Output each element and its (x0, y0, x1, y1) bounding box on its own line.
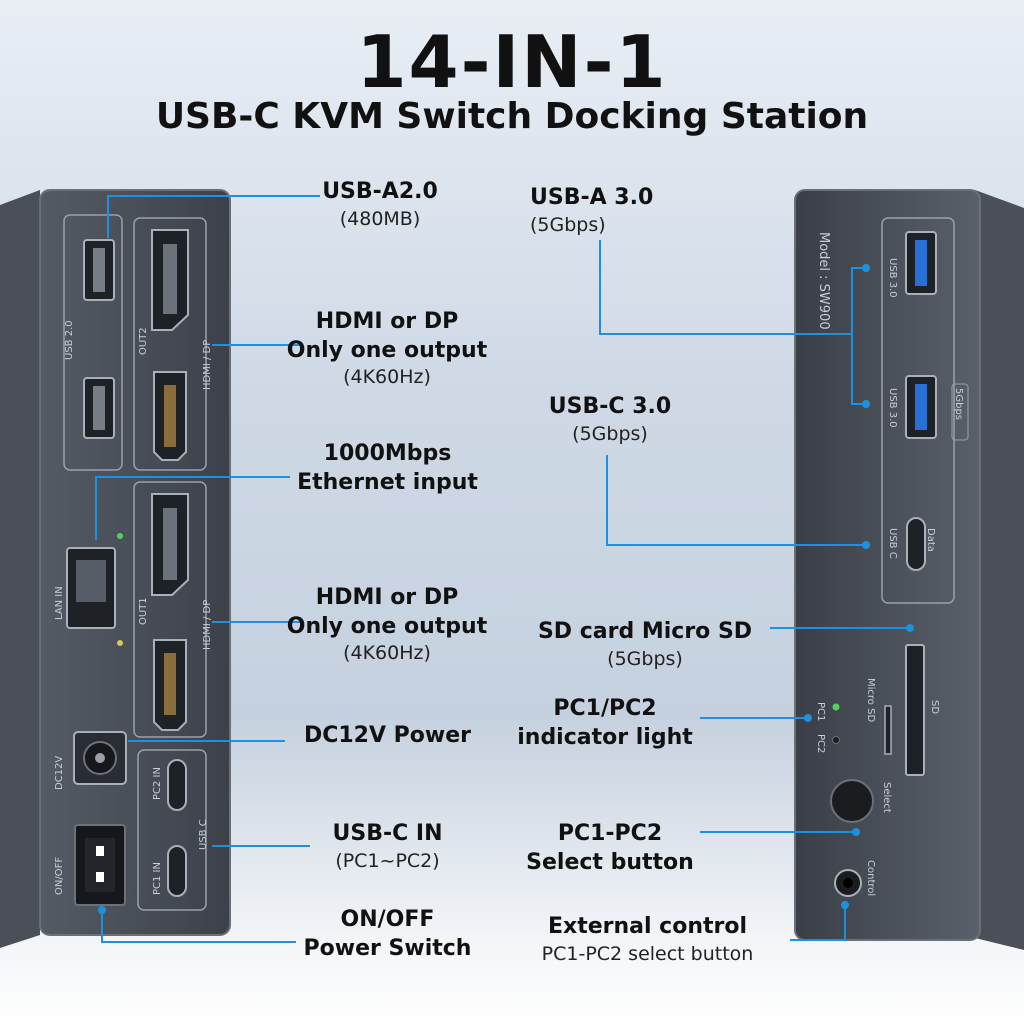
callout-lines (95, 195, 910, 943)
onoff-text: ON/OFF (54, 857, 65, 895)
pc2in-text: PC2 IN (152, 767, 163, 800)
page-subtitle: USB-C KVM Switch Docking Station (155, 96, 869, 137)
label-hdmi1-l1: HDMI or DP (315, 585, 459, 610)
label-onoff-l1: ON/OFF (340, 907, 435, 932)
label-onoff: ON/OFF Power Switch (295, 906, 480, 963)
label-sd-title: SD card Micro SD (537, 619, 753, 644)
usb2-text: USB 2.0 (64, 320, 75, 360)
usbc-right-text: USB C (887, 528, 898, 559)
label-usbcin-sub: (PC1~PC2) (335, 849, 440, 872)
gbps-text: 5Gbps (953, 388, 964, 420)
label-usba30: USB-A 3.0 (5Gbps) (530, 184, 680, 237)
label-hdmi1: HDMI or DP Only one output (4K60Hz) (282, 584, 492, 666)
lan-port (66, 547, 116, 629)
label-hdmi1-sub: (4K60Hz) (343, 642, 431, 665)
select-text: Select (881, 782, 892, 813)
usb-c-pc1-port (167, 845, 187, 897)
label-select-l2: Select button (526, 849, 694, 875)
label-usba20: USB-A2.0 (480MB) (300, 178, 460, 231)
label-external: External control PC1-PC2 select button (510, 913, 785, 966)
label-usba30-title: USB-A 3.0 (530, 185, 654, 210)
label-ethernet-l1: 1000Mbps (323, 441, 452, 466)
label-sd-sub: (5Gbps) (607, 647, 683, 670)
label-hdmi2-sub: (4K60Hz) (343, 366, 431, 389)
label-usba20-title: USB-A2.0 (322, 179, 438, 204)
pc2-text: PC2 (815, 734, 826, 753)
label-hdmi1-l2: Only one output (286, 613, 488, 639)
left-device: USB 2.0 OUT2 HDMI / DP LAN IN OUT1 (0, 189, 231, 948)
label-dc: DC12V Power (290, 722, 485, 751)
label-select-l1: PC1-PC2 (557, 821, 663, 846)
usb-a-port-1 (83, 239, 115, 301)
hdmi-dp-1-text: HDMI / DP (202, 600, 213, 650)
model-text: Model : SW900 (816, 232, 831, 330)
usb-a-port-2 (83, 377, 115, 439)
label-usbc30: USB-C 3.0 (5Gbps) (530, 393, 690, 446)
label-indicator-l2: indicator light (517, 724, 693, 750)
lan-text: LAN IN (54, 586, 65, 620)
dp-port-2 (151, 229, 189, 331)
right-device: Model : SW900 USB 3.0 USB 3.0 5Gbps USB … (794, 189, 1024, 950)
usb3-port-1 (905, 231, 937, 295)
label-external-title: External control (547, 914, 748, 939)
select-button (830, 779, 874, 823)
label-usbcin: USB-C IN (PC1~PC2) (300, 820, 475, 873)
micro-sd-slot (884, 705, 892, 755)
pc1-text: PC1 (815, 702, 826, 721)
label-external-sub: PC1-PC2 select button (541, 942, 754, 965)
label-ethernet: 1000Mbps Ethernet input (290, 440, 485, 497)
lan-led-green (117, 533, 123, 539)
pc1-led (832, 703, 840, 711)
label-dc-title: DC12V Power (303, 723, 472, 748)
data-text: Data (925, 528, 936, 552)
control-text: Control (865, 860, 876, 896)
sd-slot (905, 644, 925, 776)
usb-c-pc2-port (167, 759, 187, 811)
label-hdmi2: HDMI or DP Only one output (4K60Hz) (282, 308, 492, 390)
label-ethernet-l2: Ethernet input (297, 469, 478, 495)
label-indicator-l1: PC1/PC2 (553, 696, 657, 721)
out1-text: OUT1 (138, 597, 149, 625)
label-usba20-sub: (480MB) (339, 207, 421, 230)
label-select: PC1-PC2 Select button (505, 820, 715, 877)
label-onoff-l2: Power Switch (303, 935, 472, 961)
hdmi-port-1 (153, 639, 187, 731)
label-usbcin-title: USB-C IN (332, 821, 443, 846)
usb-c-data-port (906, 517, 926, 571)
hdmi-dp-2-text: HDMI / DP (202, 340, 213, 390)
page-title: 14-IN-1 (356, 20, 668, 104)
label-usbc30-sub: (5Gbps) (572, 422, 648, 445)
dc-jack (73, 731, 127, 785)
hdmi-port-2 (153, 371, 187, 461)
lan-led-yellow (117, 640, 123, 646)
usb30a-text: USB 3.0 (887, 258, 898, 298)
sd-text: SD (929, 700, 940, 714)
label-usba30-sub: (5Gbps) (530, 213, 606, 236)
usbc-text: USB C (198, 819, 209, 850)
label-hdmi2-l1: HDMI or DP (315, 309, 459, 334)
microsd-text: Micro SD (865, 678, 876, 722)
usb30b-text: USB 3.0 (887, 388, 898, 428)
pc2-led (832, 736, 840, 744)
callout-dots (98, 264, 914, 914)
label-usbc30-title: USB-C 3.0 (548, 394, 672, 419)
dp-port-1 (151, 493, 189, 596)
dc-text: DC12V (54, 756, 65, 790)
out2-text: OUT2 (138, 327, 149, 355)
power-switch (74, 824, 126, 906)
label-indicator: PC1/PC2 indicator light (505, 695, 705, 752)
pc1in-text: PC1 IN (152, 862, 163, 895)
usb3-port-2 (905, 375, 937, 439)
label-sd: SD card Micro SD (5Gbps) (520, 618, 770, 671)
label-hdmi2-l2: Only one output (286, 337, 488, 363)
